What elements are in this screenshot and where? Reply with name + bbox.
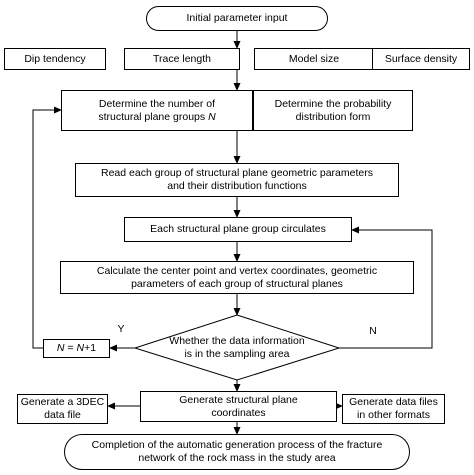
generate-3dec-box: Generate a 3DEC data file (17, 394, 108, 424)
probability-form-line2: distribution form (295, 110, 371, 123)
read-parameters-box: Read each group of structural plane geom… (75, 163, 399, 197)
generate-3dec-line2: data file (44, 409, 81, 421)
model-size-label: Model size (288, 52, 340, 65)
edge-label-yes: Y (117, 322, 125, 335)
trace-length-box: Trace length (124, 48, 240, 70)
generate-other-formats-line2: in other formats (357, 409, 430, 421)
read-parameters-line2: and their distribution functions (167, 180, 307, 192)
surface-density-label: Surface density (384, 52, 458, 65)
generate-coordinates-line2: coordinates (211, 406, 266, 419)
generate-coordinates-line1: Generate structural plane (179, 393, 298, 406)
decision-text: Whether the data information is in the s… (165, 333, 309, 363)
calculate-coordinates-line1: Calculate the center point and vertex co… (96, 264, 378, 277)
counter-box: N = N+1 (43, 339, 110, 358)
surface-density-box: Surface density (372, 48, 470, 70)
trace-length-label: Trace length (153, 52, 211, 65)
model-size-box: Model size (254, 48, 374, 70)
counter-label: N = N+1 (56, 342, 97, 354)
edge-loop-to-groups (32, 106, 62, 349)
structural-groups-box: Determine the number of structural plane… (61, 90, 253, 131)
structural-groups-line1: Determine the number of (98, 97, 216, 110)
generate-other-formats-box: Generate data files in other formats (342, 394, 445, 424)
end-terminator: Completion of the automatic generation p… (64, 434, 410, 470)
group-circulates-label: Each structural plane group circulates (150, 223, 326, 235)
decision-line2: is in the sampling area (184, 348, 290, 360)
end-line2: network of the rock mass in the study ar… (138, 452, 336, 464)
generate-coordinates-box: Generate structural plane coordinates (140, 391, 337, 422)
calculate-coordinates-box: Calculate the center point and vertex co… (60, 261, 414, 294)
calculate-coordinates-line2: parameters of each group of structural p… (131, 277, 343, 290)
edge-loop-no-to-circulate (339, 226, 433, 349)
start-terminator: Initial parameter input (146, 6, 328, 31)
generate-3dec-line1: Generate a 3DEC (20, 396, 105, 408)
probability-form-line1: Determine the probability (274, 97, 392, 110)
generate-other-formats-line1: Generate data files (349, 396, 438, 408)
start-label: Initial parameter input (186, 12, 288, 24)
structural-groups-line2: structural plane groups N (98, 110, 216, 123)
decision-line1: Whether the data information (169, 335, 305, 347)
edge-label-no: N (369, 324, 377, 337)
dip-tendency-box: Dip tendency (4, 48, 106, 70)
group-circulates-box: Each structural plane group circulates (124, 217, 352, 242)
read-parameters-line1: Read each group of structural plane geom… (101, 167, 373, 179)
dip-tendency-label: Dip tendency (24, 52, 86, 65)
variable-n: N (208, 110, 216, 123)
probability-form-box: Determine the probability distribution f… (253, 90, 413, 131)
end-line1: Completion of the automatic generation p… (91, 439, 383, 451)
